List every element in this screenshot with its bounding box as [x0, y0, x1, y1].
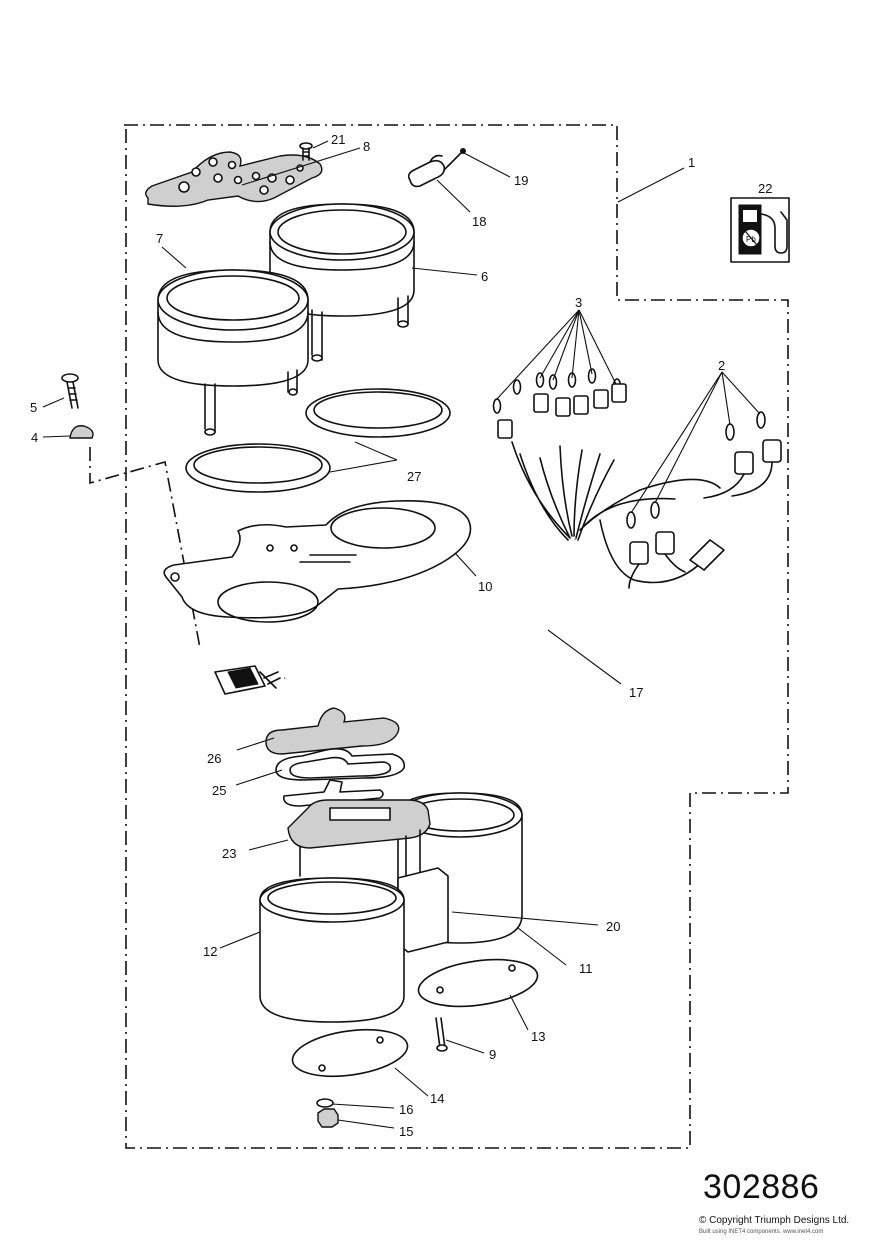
gauge-right: [269, 203, 415, 362]
gauge-housing: [259, 792, 523, 1023]
callout-4: 4: [31, 430, 38, 445]
callout-6: 6: [481, 269, 488, 284]
callout-labels: 1 2 3 4 5 6 7 8 9 10 11 12 13 14 15 16 1…: [30, 132, 772, 1139]
callout-8: 8: [363, 139, 370, 154]
callout-23: 23: [222, 846, 236, 861]
callout-16: 16: [399, 1102, 413, 1117]
bracket-plate: [145, 151, 323, 207]
callout-3: 3: [575, 295, 582, 310]
callout-15: 15: [399, 1124, 413, 1139]
callout-27: 27: [407, 469, 421, 484]
svg-text:Pb: Pb: [746, 235, 756, 244]
callout-7: 7: [156, 231, 163, 246]
callout-13: 13: [531, 1029, 545, 1044]
fuel-pump-icon: Pb: [730, 197, 790, 263]
copyright-notice: © Copyright Triumph Designs Ltd.: [699, 1215, 850, 1226]
base-plate-right: [417, 958, 539, 1008]
callout-14: 14: [430, 1091, 444, 1106]
gauge-left: [157, 269, 309, 436]
callout-12: 12: [203, 944, 217, 959]
callout-17: 17: [629, 685, 643, 700]
reference-number: 302886: [703, 1168, 820, 1206]
callout-11: 11: [579, 961, 593, 976]
callout-1: 1: [688, 155, 695, 170]
callout-25: 25: [212, 783, 226, 798]
callout-2: 2: [718, 358, 725, 373]
cover-gasket: [265, 707, 406, 807]
callout-18: 18: [472, 214, 486, 229]
washer-nut: [316, 1098, 339, 1128]
callout-22: 22: [758, 181, 772, 196]
callout-5: 5: [30, 400, 37, 415]
callout-20: 20: [606, 919, 620, 934]
callout-19: 19: [514, 173, 528, 188]
callout-9: 9: [489, 1047, 496, 1062]
gasket-plate: [163, 500, 472, 623]
bracket-boundary: [89, 447, 201, 649]
bulb-holder: [407, 148, 466, 188]
screw: [61, 373, 79, 409]
assembly-boundary: [124, 124, 789, 1149]
gauge-seals: [185, 388, 451, 493]
wiring-harness: [214, 368, 782, 695]
callout-21: 21: [331, 132, 345, 147]
leader-lines: [42, 140, 761, 1129]
grommet: [69, 425, 94, 439]
credit-notice: Built using INET4 components. www.inet4.…: [699, 1229, 824, 1235]
screw-small: [299, 142, 313, 161]
callout-10: 10: [478, 579, 492, 594]
base-plate-left: [291, 1028, 409, 1078]
callout-26: 26: [207, 751, 221, 766]
screw-long: [435, 1017, 448, 1052]
